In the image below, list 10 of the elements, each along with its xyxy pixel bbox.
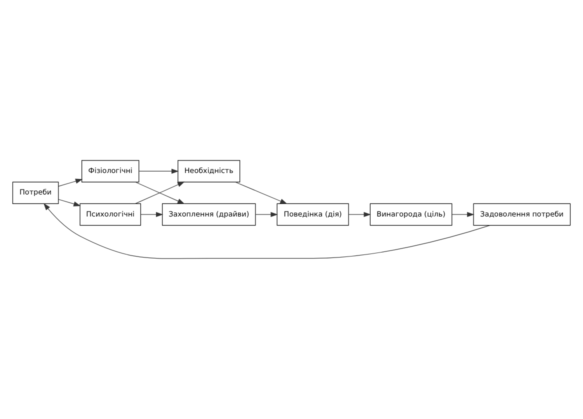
arrow <box>255 212 278 217</box>
arrow <box>452 212 474 217</box>
arrow <box>58 199 81 206</box>
arrow <box>44 203 490 259</box>
arrow <box>138 168 179 174</box>
arrow <box>58 178 83 187</box>
arrow <box>235 182 288 204</box>
arrow <box>135 182 185 204</box>
arrow <box>140 212 164 217</box>
arrow <box>348 212 371 217</box>
